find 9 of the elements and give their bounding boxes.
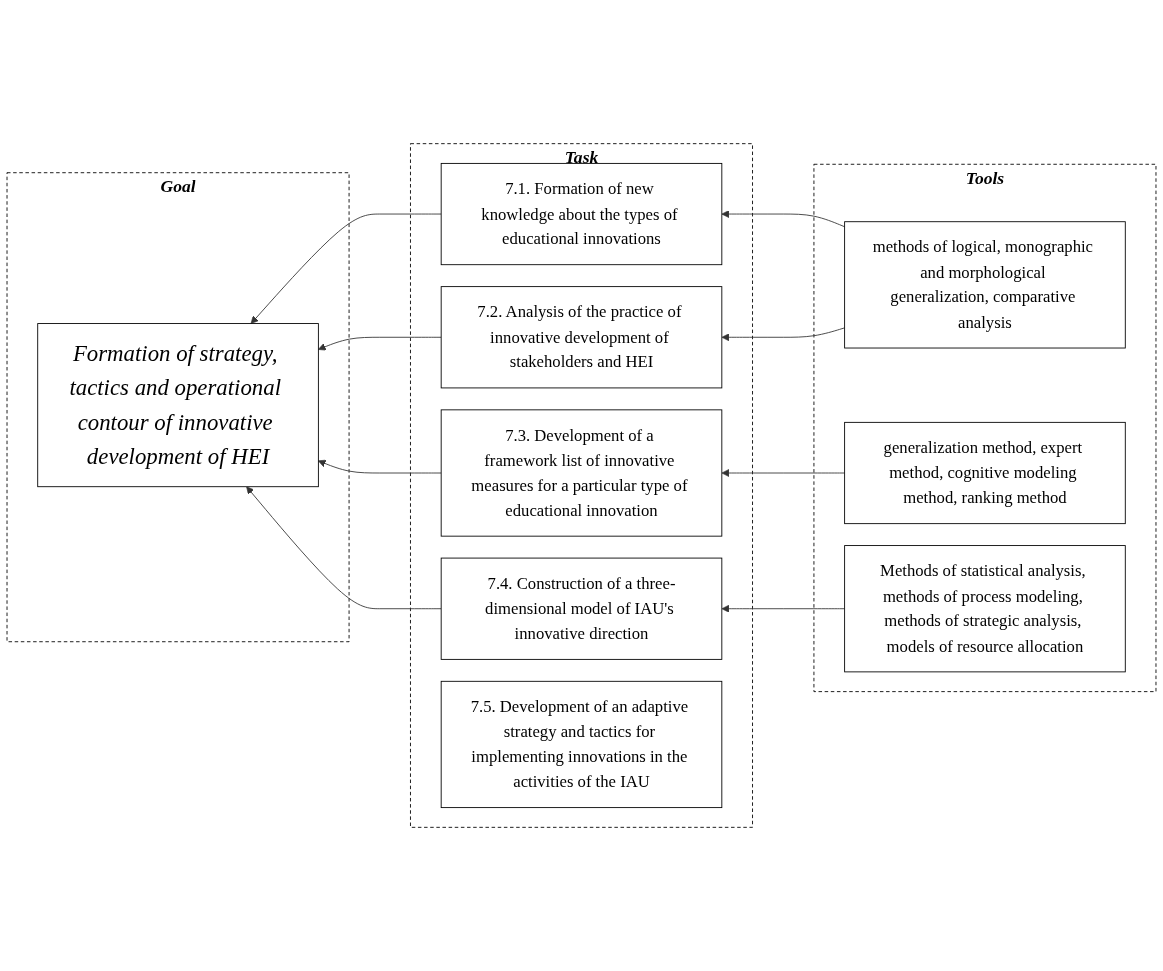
node-box: 7.4. Construction of a three-dimensional model of IAU's innovative direction	[440, 557, 723, 660]
node-box: 7.3. Development of a framework list of innovative measures for a particular type of educational innovation	[440, 409, 723, 537]
node-box: generalization method, expert method, cognitive modeling method, ranking method	[844, 421, 1126, 525]
node-box: 7.5. Development of an adaptive strategy and tactics for implementing innovations in the activities of the IAU	[440, 680, 723, 809]
node-box: methods of logical, monographic and morphological generalization, comparative analysis	[844, 221, 1126, 349]
node-box: Formation of strategy, tactics and operational contour of innovative development of HEI	[37, 323, 319, 488]
node-box: 7.2. Analysis of the practice of innovative development of stakeholders and HEI	[440, 286, 723, 389]
node-box: 7.1. Formation of new knowledge about the types of educational innovations	[440, 162, 723, 266]
node-box: Methods of statistical analysis, methods of process modeling, methods of strategic analysis, models of resource allocation	[844, 545, 1126, 673]
